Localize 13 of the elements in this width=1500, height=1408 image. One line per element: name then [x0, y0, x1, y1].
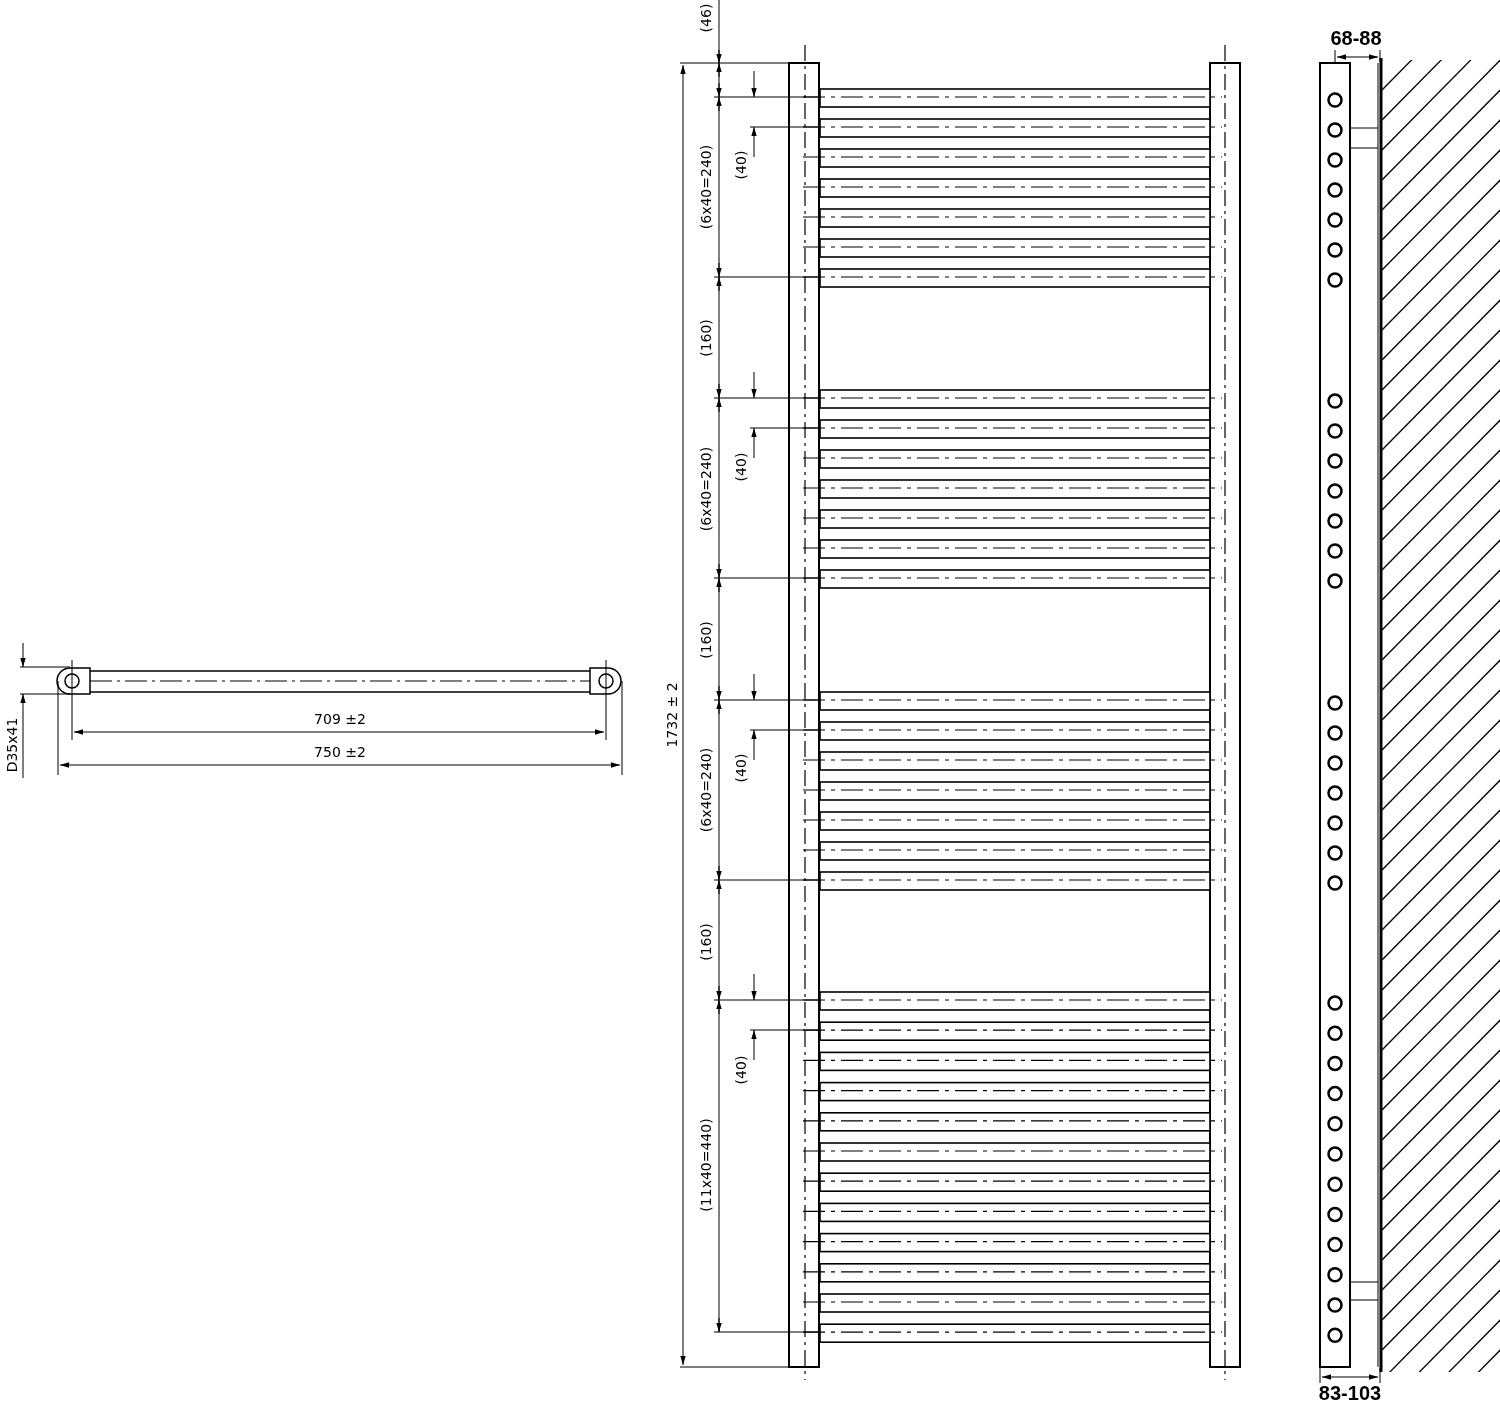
dimension-label: (40) [734, 751, 748, 785]
dimension-label: (46) [699, 1, 713, 35]
dimension-label: 709 ±2 [312, 712, 368, 726]
dimension-label: 83-103 [1316, 1383, 1384, 1403]
dimension-label: 750 ±2 [312, 745, 368, 759]
dimension-label: (160) [699, 921, 713, 963]
dimension-label: 68-88 [1328, 28, 1384, 48]
dimension-label: (40) [734, 1053, 748, 1087]
dimension-label: (160) [699, 317, 713, 359]
dimension-label: (40) [734, 148, 748, 182]
dimension-label: (11x40=440) [699, 1116, 713, 1214]
dimension-label: (160) [699, 619, 713, 661]
dimension-label: (40) [734, 450, 748, 484]
